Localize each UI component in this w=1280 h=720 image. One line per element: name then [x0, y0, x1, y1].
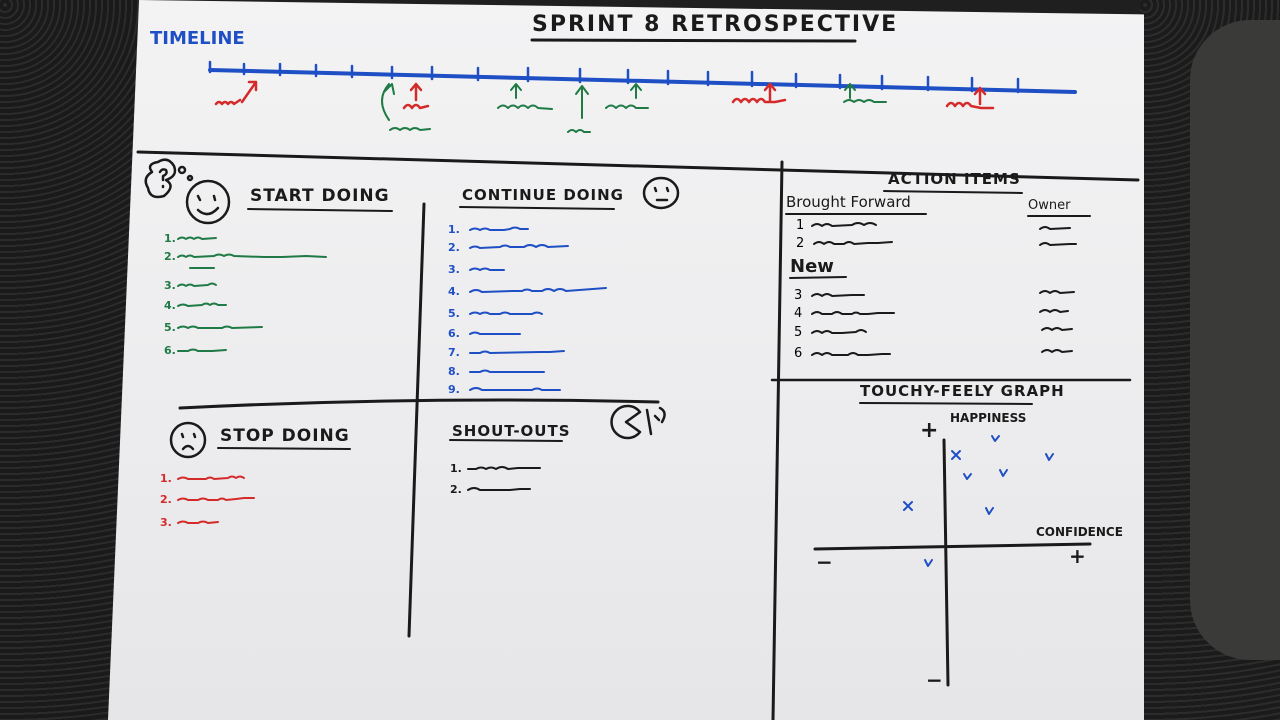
action-items-scribbles: [811, 222, 1077, 356]
brought-forward-label: Brought Forward: [786, 193, 911, 211]
shoutout-item-number: 1.: [450, 462, 462, 475]
divider-horizontal-left: [178, 398, 660, 410]
stop-item-number: 3.: [160, 516, 172, 529]
action-item-number: 3: [794, 288, 803, 303]
stop-doing-items: [177, 475, 255, 524]
action-item-number: 1: [796, 218, 805, 233]
start-item-number: 3.: [164, 279, 176, 292]
car-seat: [1190, 20, 1280, 660]
start-item-number: 2.: [164, 250, 176, 263]
action-item-number: 2: [796, 236, 805, 251]
continue-item-number: 2.: [448, 241, 460, 254]
action-item-number: 6: [794, 346, 803, 361]
graph-y-label: HAPPINESS: [950, 411, 1027, 425]
new-label: New: [790, 256, 834, 277]
timeline-green-events: [381, 83, 887, 133]
timeline-axis: [208, 68, 1077, 94]
stop-item-number: 2.: [160, 493, 172, 506]
timeline-ticks: [208, 60, 1020, 94]
shoutout-item-number: 2.: [450, 483, 462, 496]
owner-label: Owner: [1028, 198, 1071, 213]
continue-item-number: 6.: [448, 327, 460, 340]
start-doing-items: [177, 236, 327, 352]
continue-item-number: 1.: [448, 223, 460, 236]
shoutouts-items: [467, 466, 541, 491]
graph-heading: TOUCHY-FEELY GRAPH: [860, 382, 1065, 400]
start-item-number: 4.: [164, 299, 176, 312]
stop-doing-heading: STOP DOING: [220, 426, 350, 446]
continue-item-number: 3.: [448, 263, 460, 276]
action-items-heading: ACTION ITEMS: [888, 170, 1021, 188]
stop-item-number: 1.: [160, 472, 172, 485]
board-title: SPRINT 8 RETROSPECTIVE: [532, 12, 899, 37]
graph-x-plus: +: [1069, 544, 1086, 568]
action-item-number: 5: [794, 325, 803, 340]
continue-item-number: 8.: [448, 365, 460, 378]
continue-item-number: 7.: [448, 346, 460, 359]
graph-y-minus: −: [926, 668, 943, 692]
graph-x-axis: [813, 542, 1092, 551]
whiteboard-paper: [108, 0, 1144, 720]
graph-x-label: CONFIDENCE: [1036, 525, 1123, 539]
shoutouts-heading: SHOUT-OUTS: [452, 422, 571, 440]
start-item-number: 1.: [164, 232, 176, 245]
start-item-number: 5.: [164, 321, 176, 334]
start-doing-heading: START DOING: [250, 186, 390, 206]
graph-y-plus: +: [920, 418, 939, 443]
start-item-number: 6.: [164, 344, 176, 357]
graph-y-axis: [942, 438, 950, 687]
divider-vertical-left: [407, 202, 426, 638]
timeline-red-events: [214, 80, 995, 110]
divider-top: [136, 150, 1140, 182]
continue-item-number: 9.: [448, 383, 460, 396]
continue-item-number: 5.: [448, 307, 460, 320]
graph-points: [903, 435, 1054, 567]
faces: [144, 158, 680, 459]
timeline-label: TIMELINE: [150, 28, 245, 49]
continue-doing-items: [469, 226, 607, 391]
graph-x-minus: −: [816, 550, 833, 574]
continue-doing-heading: CONTINUE DOING: [462, 186, 624, 204]
action-item-number: 4: [794, 306, 803, 321]
divider-vertical-right: [771, 160, 784, 720]
continue-item-number: 4.: [448, 285, 460, 298]
